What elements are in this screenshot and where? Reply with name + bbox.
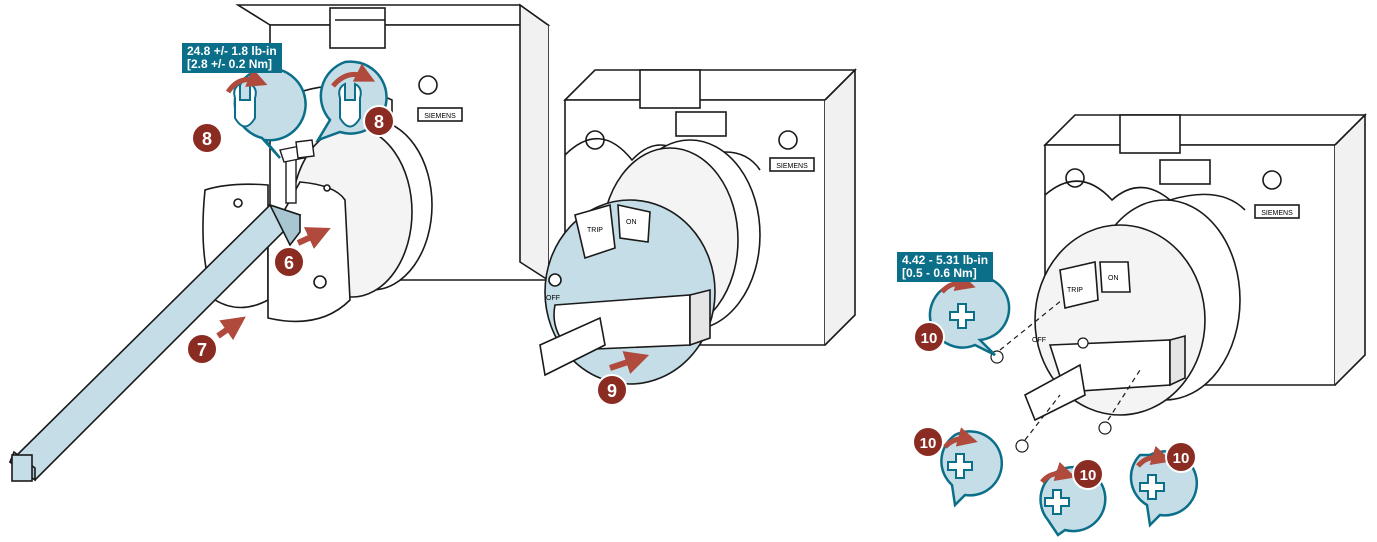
step-badge-10-bottom-middle: 10 <box>1072 458 1104 490</box>
torque-spec-handle-bolt: 24.8 +/- 1.8 lb-in [2.8 +/- 0.2 Nm] <box>182 43 282 73</box>
curved-arrow-icon <box>940 271 976 294</box>
torque-imperial: 4.42 - 5.31 lb-in <box>902 253 989 267</box>
dial-on-label: ON <box>626 219 637 226</box>
screwdriver-callout-top <box>928 271 1011 357</box>
step-badge-10-bottom-left: 10 <box>912 426 944 458</box>
svg-text:10: 10 <box>1080 467 1097 484</box>
step-badge-10-top: 10 <box>913 321 945 353</box>
svg-text:10: 10 <box>1173 450 1190 467</box>
phillips-screwdriver-icon <box>949 303 975 329</box>
push-arrow-icon <box>296 227 331 249</box>
dial-trip-label-right: TRIP <box>1067 287 1083 294</box>
svg-text:6: 6 <box>284 253 294 273</box>
dial-off-label-right: OFF <box>1032 337 1046 344</box>
dial-on-label-right: ON <box>1108 275 1119 282</box>
torque-metric: [0.5 - 0.6 Nm] <box>902 266 977 280</box>
handle-cylinder-right <box>1023 199 1241 422</box>
extension-shaft <box>8 203 302 482</box>
step-badge-10-bottom-right: 10 <box>1165 441 1197 473</box>
svg-text:10: 10 <box>921 330 938 347</box>
push-arrow-icon <box>609 351 650 374</box>
svg-text:8: 8 <box>374 112 384 132</box>
step-badge-6: 6 <box>273 246 305 278</box>
curved-arrow-icon <box>225 68 268 94</box>
curved-arrow-icon <box>1040 461 1076 484</box>
dial-trip-label: TRIP <box>587 227 603 234</box>
panel-left-step-6-8: SIEMENS <box>8 3 551 482</box>
svg-text:8: 8 <box>202 129 212 149</box>
panel-right-step-10: SIEMENS TRIP ON OFF <box>912 113 1367 537</box>
curved-arrow-icon <box>331 63 376 88</box>
wrench-callout-left <box>225 67 307 159</box>
wrench-icon <box>233 82 257 128</box>
phillips-screwdriver-icon <box>1044 489 1070 515</box>
step-badge-7: 7 <box>186 333 218 365</box>
brand-logo-right: SIEMENS <box>1261 210 1293 217</box>
svg-text:10: 10 <box>920 435 937 452</box>
cover-screws <box>990 299 1141 453</box>
step-badge-8-left: 8 <box>191 122 223 154</box>
svg-text:7: 7 <box>197 340 207 360</box>
torque-metric: [2.8 +/- 0.2 Nm] <box>187 57 273 71</box>
clamp-bolt <box>279 139 315 204</box>
push-arrow-icon <box>216 316 246 341</box>
panel-middle-step-9: SIEMENS TRIP ON OFF 9 <box>539 68 857 406</box>
brand-logo-left: SIEMENS <box>424 113 456 120</box>
torque-imperial: 24.8 +/- 1.8 lb-in <box>187 44 277 58</box>
handle-dial-cover <box>539 199 716 385</box>
phillips-screwdriver-icon <box>1139 474 1165 500</box>
svg-text:9: 9 <box>607 381 617 401</box>
wrench-icon <box>338 82 362 128</box>
step-badge-9: 9 <box>596 374 628 406</box>
curved-arrow-icon <box>943 427 978 449</box>
screwdriver-callout-bottom-left <box>940 427 1004 508</box>
step-badge-8-right: 8 <box>363 105 395 137</box>
curved-arrow-icon <box>1136 445 1172 468</box>
phillips-screwdriver-icon <box>947 453 973 479</box>
brand-logo-middle: SIEMENS <box>776 163 808 170</box>
torque-spec-cover-screws: 4.42 - 5.31 lb-in [0.5 - 0.6 Nm] <box>897 252 994 282</box>
dial-off-label: OFF <box>546 295 560 302</box>
